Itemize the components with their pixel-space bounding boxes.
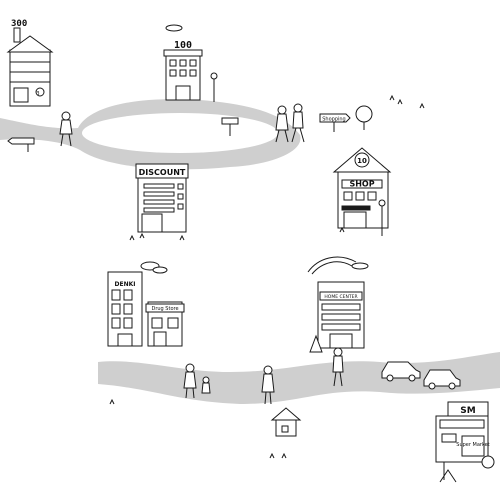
tree-icon: [355, 105, 373, 130]
discount-store: [135, 163, 189, 233]
hundred-building: [163, 49, 218, 102]
shopping-arrow-sign: [319, 113, 351, 132]
hundred-sign: 100: [174, 40, 192, 51]
shopping-sign-text: Shopping: [322, 117, 345, 123]
drugstore-building: [145, 301, 185, 347]
upper-road: [0, 99, 301, 170]
drugstore-sign: Drug Store: [151, 306, 178, 312]
person-couple-walking: [275, 103, 305, 143]
car-icon: [381, 361, 461, 390]
denki-building: [107, 271, 143, 347]
shop-10: [332, 147, 392, 236]
home-center-sign: HOME CENTER: [324, 294, 357, 300]
super-market-sign: Super Market: [456, 442, 489, 448]
sm-sign: SM: [460, 406, 475, 416]
discount-sign: DISCOUNT: [139, 168, 186, 177]
people-family-walking: [183, 347, 344, 405]
small-house: [270, 407, 302, 437]
signpost-arrow: [7, 137, 35, 152]
house-300: [6, 27, 54, 107]
supermarket-building: [435, 401, 495, 483]
house-number: 3: [36, 91, 39, 97]
shop-sign: SHOP: [349, 180, 374, 189]
signpost-middle: [221, 117, 239, 136]
person-walking-left: [59, 111, 73, 147]
denki-sign: DENKI: [115, 281, 136, 288]
home-center-building: [307, 256, 365, 353]
cloud-icon: [140, 24, 369, 274]
shop-number-sign: 10: [357, 157, 367, 165]
house-300-sign: 300: [11, 19, 27, 29]
grass-icon: [109, 94, 425, 459]
